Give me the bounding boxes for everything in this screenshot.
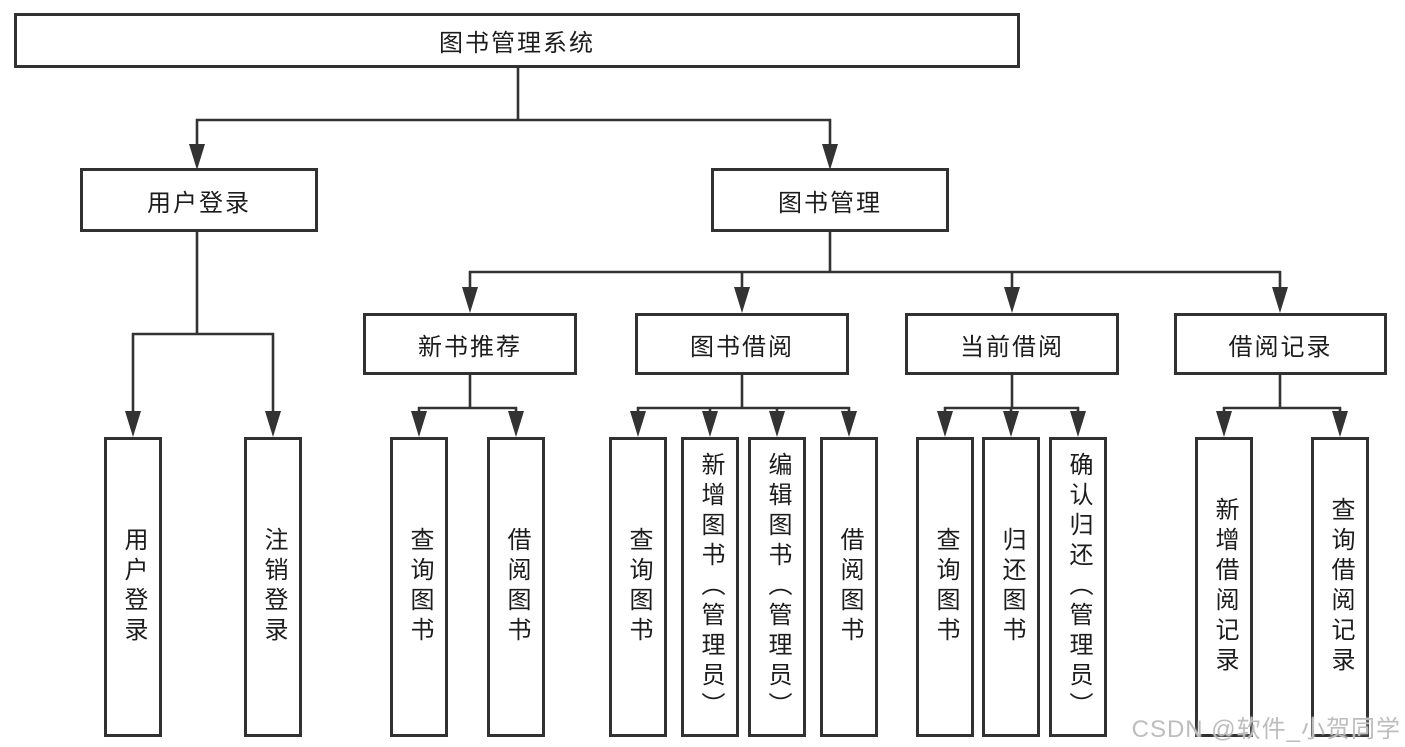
leaf-label: 借阅图书 <box>836 527 863 647</box>
leaf-label: 查询图书 <box>932 527 959 647</box>
node-user-login: 用户登录 <box>80 168 318 232</box>
csdn-watermark: CSDN @软件_小贺同学 <box>1131 716 1401 743</box>
leaf-label: 新增图书（管理员） <box>697 452 724 722</box>
leaf-search-borrow-record: 查询借阅记录 <box>1311 437 1369 737</box>
leaf-add-borrow-record: 新增借阅记录 <box>1195 437 1253 737</box>
leaf-search-books-recommend: 查询图书 <box>390 437 448 737</box>
leaf-logout: 注销登录 <box>244 437 302 737</box>
leaf-label: 确认归还（管理员） <box>1065 452 1092 722</box>
leaf-edit-books-admin: 编辑图书（管理员） <box>748 437 806 737</box>
node-root: 图书管理系统 <box>14 13 1020 68</box>
leaf-user-login: 用户登录 <box>104 437 162 737</box>
leaf-borrow-books-recommend: 借阅图书 <box>487 437 545 737</box>
leaf-label: 新增借阅记录 <box>1211 497 1238 677</box>
node-new-book-recommend: 新书推荐 <box>363 313 577 375</box>
leaf-label: 注销登录 <box>260 527 287 647</box>
leaf-label: 借阅图书 <box>503 527 530 647</box>
leaf-label: 查询图书 <box>406 527 433 647</box>
leaf-return-books: 归还图书 <box>982 437 1040 737</box>
leaf-search-books-borrow: 查询图书 <box>609 437 667 737</box>
leaf-add-books-admin: 新增图书（管理员） <box>681 437 739 737</box>
leaf-label: 查询借阅记录 <box>1327 497 1354 677</box>
leaf-search-books-current: 查询图书 <box>916 437 974 737</box>
leaf-label: 归还图书 <box>998 527 1025 647</box>
leaf-label: 查询图书 <box>625 527 652 647</box>
leaf-label: 编辑图书（管理员） <box>764 452 791 722</box>
node-book-management: 图书管理 <box>711 168 949 232</box>
leaf-borrow-books: 借阅图书 <box>820 437 878 737</box>
leaf-label: 用户登录 <box>120 527 147 647</box>
node-current-borrow: 当前借阅 <box>905 313 1119 375</box>
node-book-borrow: 图书借阅 <box>635 313 849 375</box>
node-borrow-record: 借阅记录 <box>1174 313 1387 375</box>
leaf-confirm-return-admin: 确认归还（管理员） <box>1049 437 1107 737</box>
